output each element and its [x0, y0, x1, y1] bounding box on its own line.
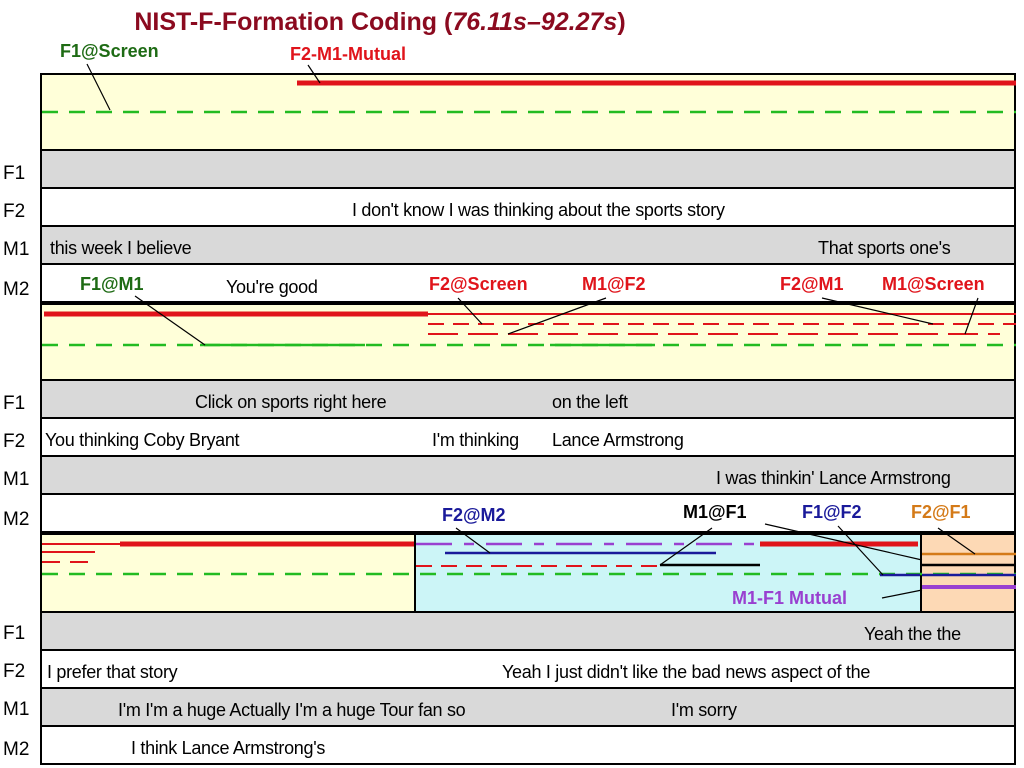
tag-m1-f1-mutual: M1-F1 Mutual — [732, 588, 847, 608]
utterance-m2-2: You're good — [226, 277, 318, 297]
row-label-f1: F1 — [3, 163, 26, 184]
leader-m1-screen — [964, 297, 979, 335]
tag-f2-screen: F2@Screen — [429, 274, 528, 294]
row-label-f2: F2 — [3, 201, 26, 222]
utterance-m1-1b: That sports one's — [818, 238, 951, 258]
row-label-f2: F2 — [3, 661, 26, 682]
utterance-f1-2a: Click on sports right here — [195, 392, 387, 412]
utterance-f2-1: I don't know I was thinking about the sp… — [352, 200, 725, 220]
tag-m1-screen: M1@Screen — [882, 274, 985, 294]
tag-f2-m2: F2@M2 — [442, 505, 506, 525]
tag-m1-f1: M1@F1 — [683, 502, 747, 522]
tag-f2-f1: F2@F1 — [911, 502, 971, 522]
row-m1-2 — [40, 457, 1016, 495]
row-label-m1: M1 — [3, 239, 30, 260]
utterance-f2-3a: I prefer that story — [47, 662, 178, 682]
tag-m1-f2: M1@F2 — [582, 274, 646, 294]
tag-f2-m1-mutual: F2-M1-Mutual — [290, 44, 406, 64]
leader-f2-m1-mutual — [307, 64, 321, 84]
utterance-f2-2c: Lance Armstrong — [552, 430, 684, 450]
leader-f2-m2 — [455, 527, 491, 554]
row-m2-1 — [40, 265, 1016, 303]
row-label-m2: M2 — [3, 739, 30, 760]
utterance-m2-3: I think Lance Armstrong's — [131, 738, 326, 758]
leader-m1-f1 — [659, 527, 713, 566]
tag-f1-screen: F1@Screen — [60, 41, 159, 61]
row-f1-2 — [40, 381, 1016, 419]
leader-f1-f2 — [837, 525, 884, 576]
row-label-m1: M1 — [3, 699, 30, 720]
leader-f1-screen — [86, 63, 111, 111]
row-m1-3 — [40, 689, 1016, 727]
leader-f1-m1 — [134, 295, 206, 346]
tag-f1-m1: F1@M1 — [80, 274, 144, 294]
utterance-f1-3: Yeah the the — [864, 624, 961, 644]
utterance-m1-1a: this week I believe — [50, 238, 192, 258]
row-label-m2: M2 — [3, 279, 30, 300]
leader-f2-f1 — [937, 527, 976, 555]
row-f1-1 — [40, 151, 1016, 189]
row-label-m1: M1 — [3, 469, 30, 490]
utterance-m1-2: I was thinkin' Lance Armstrong — [716, 468, 951, 488]
utterance-m1-3a: I'm I'm a huge Actually I'm a huge Tour … — [118, 700, 466, 720]
utterance-f2-2b: I'm thinking — [432, 430, 519, 450]
row-m2-3 — [40, 727, 1016, 765]
row-f1-3 — [40, 613, 1016, 651]
utterance-f2-2a: You thinking Coby Bryant — [45, 430, 240, 450]
leader-m1-f1-b — [764, 523, 923, 561]
utterance-f2-3b: Yeah I just didn't like the bad news asp… — [502, 662, 871, 682]
row-label-m2: M2 — [3, 509, 30, 530]
row-label-f1: F1 — [3, 623, 26, 644]
leader-f2-screen — [457, 297, 483, 325]
row-f2-1 — [40, 189, 1016, 227]
row-f2-2 — [40, 419, 1016, 457]
leader-m1-f2 — [507, 297, 607, 335]
row-label-f1: F1 — [3, 393, 26, 414]
page-title: NIST-F-Formation Coding (76.11s–92.27s) — [134, 8, 626, 36]
row-m2-2 — [40, 495, 1016, 533]
row-f2-3 — [40, 651, 1016, 689]
utterance-f1-2b: on the left — [552, 392, 628, 412]
utterance-m1-3b: I'm sorry — [671, 700, 737, 720]
tag-f2-m1: F2@M1 — [780, 274, 844, 294]
row-label-f2: F2 — [3, 431, 26, 452]
tag-f1-f2: F1@F2 — [802, 502, 862, 522]
leader-f2-m1 — [821, 297, 934, 325]
row-m1-1 — [40, 227, 1016, 265]
leader-mutual — [881, 589, 923, 599]
